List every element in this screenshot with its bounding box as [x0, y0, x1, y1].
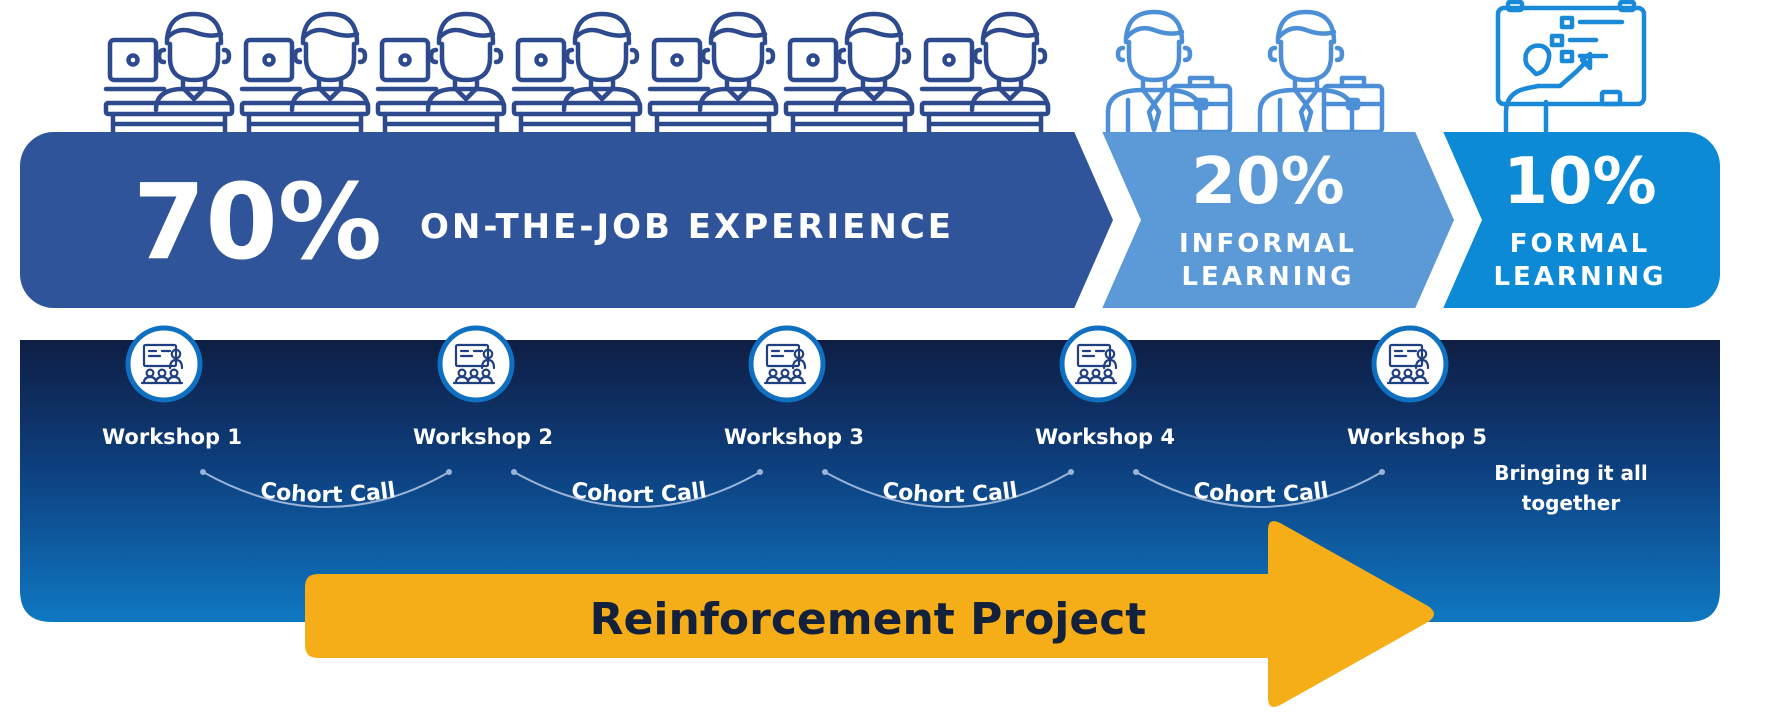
worker-icons-row	[106, 14, 1048, 133]
band-1-label: ON-THE-JOB EXPERIENCE	[420, 207, 954, 247]
band-on-the-job	[20, 132, 1113, 308]
workshop-presentation-icon	[751, 328, 823, 400]
cohort-call-2-label: Cohort Call	[570, 478, 708, 508]
worker-at-laptop-icon	[514, 14, 640, 133]
cohort-call-arcs	[202, 471, 1383, 508]
cohort-call-4-label: Cohort Call	[1192, 478, 1330, 508]
workshop-presentation-icon	[1374, 328, 1446, 400]
businessman-with-briefcase-icon	[1108, 12, 1230, 132]
cohort-arc	[824, 471, 1072, 508]
band-3-percent: 10%	[1503, 145, 1656, 219]
band-2-percent: 20%	[1191, 145, 1344, 219]
closing-line-1: Bringing it all	[1494, 461, 1647, 485]
worker-at-laptop-icon	[650, 14, 776, 133]
band-3-label-line-1: FORMAL	[1510, 229, 1650, 259]
cohort-call-3-label: Cohort Call	[881, 478, 1019, 508]
workshop-presentation-icon	[1062, 328, 1134, 400]
reinforcement-arrow	[305, 521, 1434, 707]
band-1-percent: 70%	[133, 161, 382, 283]
workshop-4-label: Workshop 4	[1035, 425, 1175, 449]
cohort-arc	[513, 471, 761, 508]
closing-line-2: together	[1522, 491, 1621, 515]
learning-bands	[20, 132, 1720, 308]
workshop-3-label: Workshop 3	[724, 425, 864, 449]
worker-at-laptop-icon	[786, 14, 912, 133]
cohort-arc	[1135, 471, 1383, 508]
workshop-1-label: Workshop 1	[102, 425, 242, 449]
cohort-call-1-label: Cohort Call	[259, 478, 397, 508]
businessman-with-briefcase-icon	[1260, 12, 1382, 132]
reinforcement-label: Reinforcement Project	[590, 594, 1147, 645]
cohort-arc	[202, 471, 450, 508]
band-3-label-line-2: LEARNING	[1493, 262, 1666, 292]
workshop-presentation-icon	[440, 328, 512, 400]
businessman-icons-row	[1108, 12, 1382, 132]
band-2-label-line-1: INFORMAL	[1179, 229, 1357, 259]
workshop-2-label: Workshop 2	[413, 425, 553, 449]
worker-at-laptop-icon	[106, 14, 232, 133]
presenter-at-board-icon	[1498, 2, 1644, 134]
workshop-5-label: Workshop 5	[1347, 425, 1487, 449]
worker-at-laptop-icon	[922, 14, 1048, 133]
worker-at-laptop-icon	[242, 14, 368, 133]
workshop-presentation-icon	[128, 328, 200, 400]
band-2-label-line-2: LEARNING	[1181, 262, 1354, 292]
worker-at-laptop-icon	[378, 14, 504, 133]
